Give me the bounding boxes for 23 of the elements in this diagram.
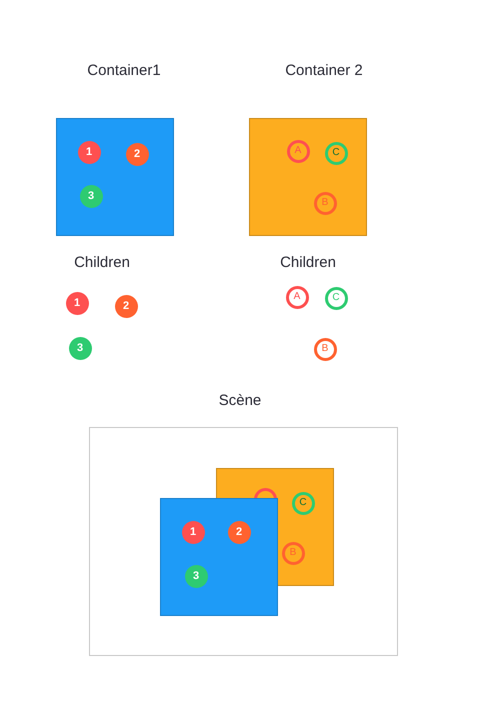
numbered-dot: 3 <box>184 564 208 588</box>
lettered-ring: B <box>314 192 336 214</box>
partial-ring <box>254 488 276 498</box>
numbered-dot: 3 <box>68 336 92 360</box>
lettered-ring: B <box>314 338 336 360</box>
numbered-dot: 1 <box>182 520 204 544</box>
container-title: Container 2 <box>285 62 363 79</box>
lettered-ring: C <box>324 286 348 310</box>
lettered-ring: C <box>324 142 348 164</box>
lettered-ring: A <box>286 286 308 308</box>
numbered-dot: 2 <box>126 142 148 166</box>
container-title: Scène <box>218 392 262 409</box>
lettered-ring: B <box>282 542 304 564</box>
section-heading: Children <box>280 254 336 271</box>
numbered-dot: 1 <box>66 292 88 314</box>
container-title: Container1 <box>87 62 161 79</box>
section-heading: Children <box>74 254 130 271</box>
container-box <box>160 498 278 616</box>
lettered-ring: C <box>292 492 314 514</box>
numbered-dot: 3 <box>80 184 102 208</box>
numbered-dot: 1 <box>78 140 100 164</box>
lettered-ring: A <box>286 140 310 162</box>
numbered-dot: 2 <box>114 294 138 318</box>
